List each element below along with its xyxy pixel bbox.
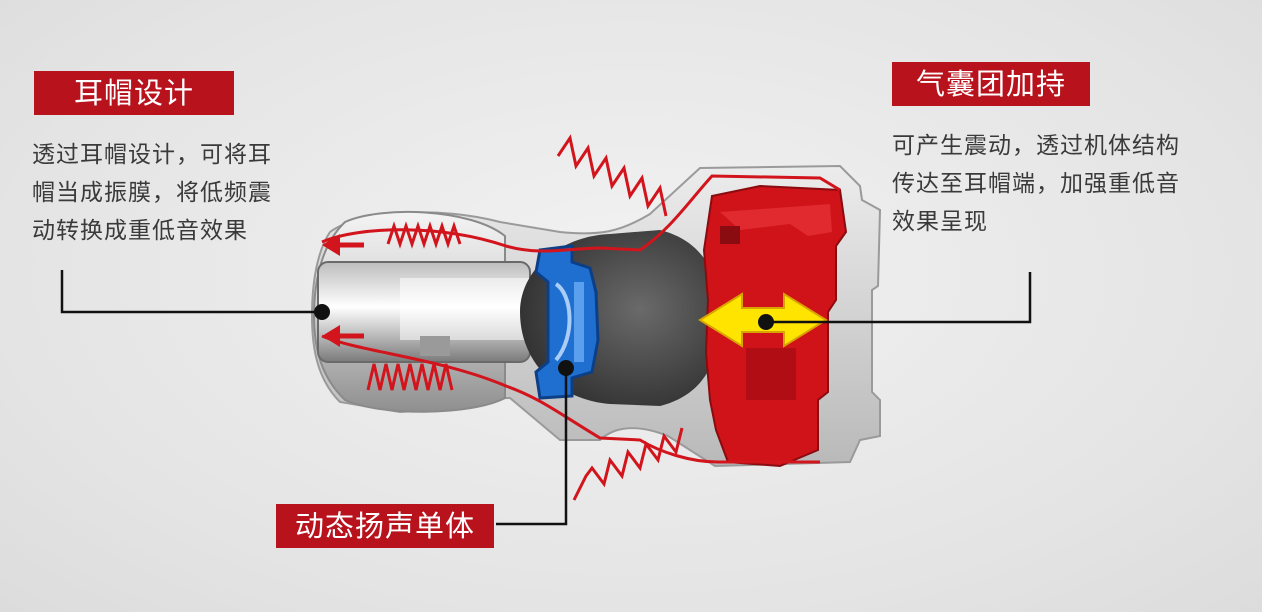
cap-arrow-top-icon: [322, 234, 364, 256]
airbag-title: 气囊团加持: [892, 62, 1090, 106]
ear-cap-line-3: 动转换成重低音效果: [32, 218, 248, 244]
ear-cap-line-1: 透过耳帽设计，可将耳: [32, 142, 272, 168]
spring-coil-icon: [386, 221, 462, 249]
airbag-line-1: 可产生震动，透过机体结构: [892, 133, 1180, 159]
airbag-line-3: 效果呈现: [892, 209, 988, 235]
dynamic-driver: [534, 244, 600, 400]
ear-cap-title: 耳帽设计: [34, 71, 234, 115]
spring-coil-icon: [556, 134, 668, 217]
airbag-description: 可产生震动，透过机体结构 传达至耳帽端，加强重低音 效果呈现: [892, 127, 1252, 241]
driver-title: 动态扬声单体: [276, 504, 494, 548]
leader-ear-cap: [60, 270, 330, 320]
spring-coil-icon: [572, 427, 684, 501]
ear-cap-line-2: 帽当成振膜，将低频震: [32, 180, 272, 206]
spring-coil-icon: [366, 363, 454, 391]
leader-airbag: [758, 272, 1032, 330]
leader-driver: [496, 360, 574, 526]
cap-arrow-bottom-icon: [322, 325, 364, 347]
airbag-line-2: 传达至耳帽端，加强重低音: [892, 171, 1180, 197]
ear-cap-description: 透过耳帽设计，可将耳 帽当成振膜，将低频震 动转换成重低音效果: [32, 136, 352, 250]
